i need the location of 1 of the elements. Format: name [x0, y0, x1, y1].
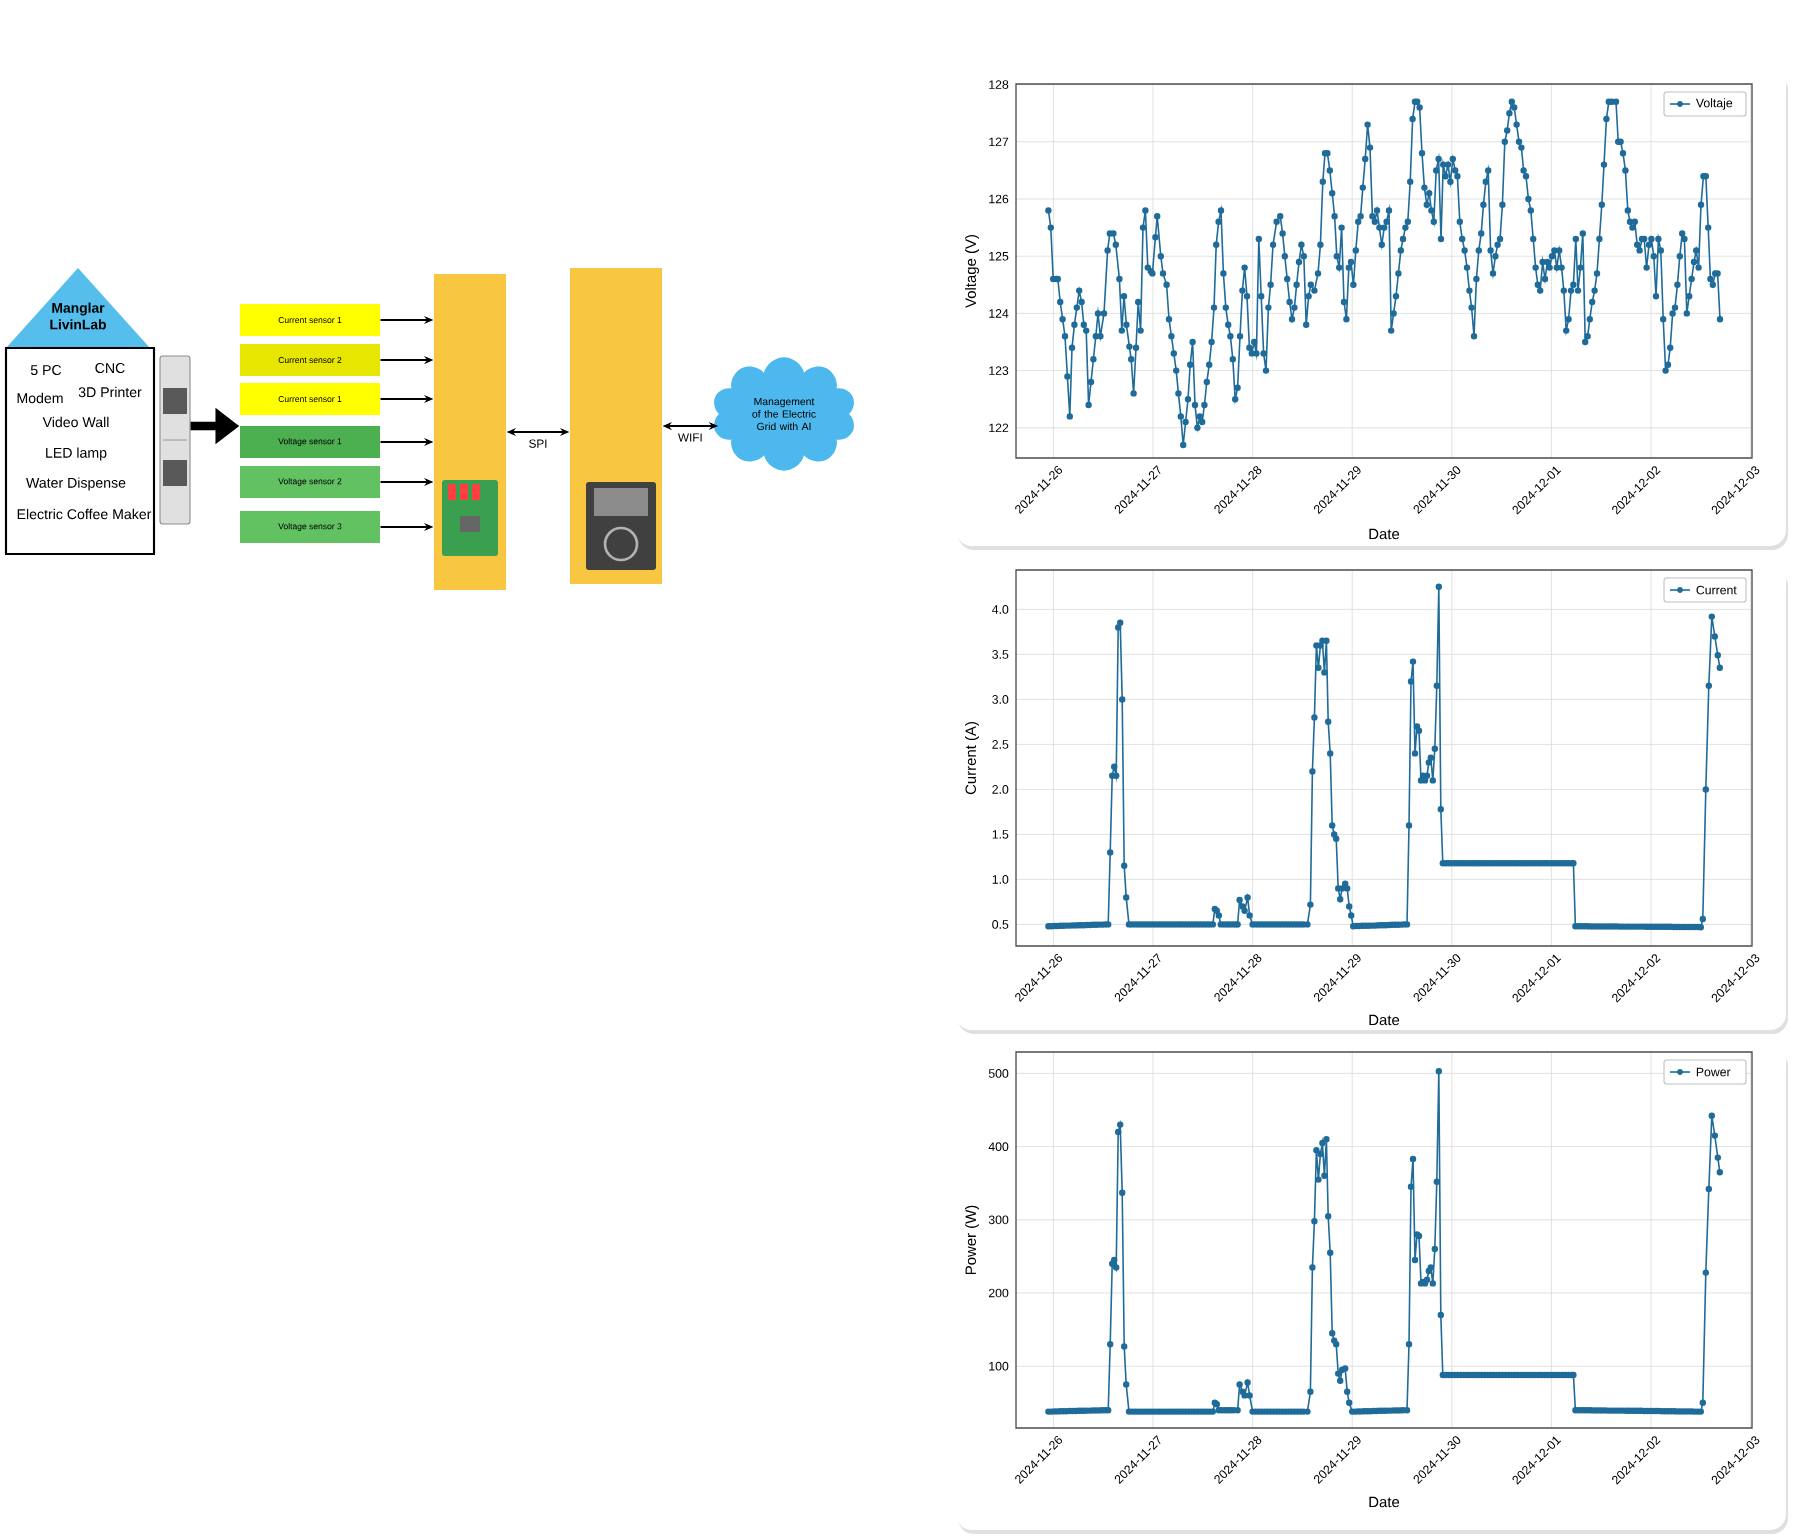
- meter-drawing: [159, 355, 191, 525]
